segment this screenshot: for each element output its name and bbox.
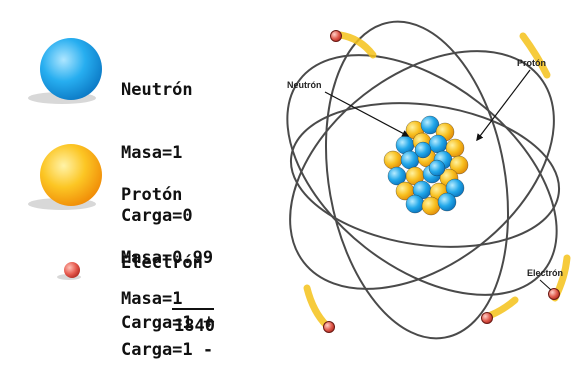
atom-diagram: Neutrón Protón Electrón: [286, 20, 571, 340]
proton-pointer: [476, 69, 531, 142]
orbit-2: [286, 54, 558, 296]
neutron-legend-icon: [28, 38, 102, 104]
electron-mass-denominator: 1840: [174, 316, 215, 336]
electron-mass-numerator: 1: [172, 290, 215, 310]
nucleus: [383, 115, 469, 216]
orbit-4: [289, 102, 561, 248]
electron-charge-line: Carga=1 -: [121, 340, 213, 361]
electron-mass-prefix: Masa=: [121, 289, 173, 309]
electron-1: [330, 30, 342, 42]
electron-legend-icon: [57, 262, 81, 280]
electron-charge: Carga=1: [121, 340, 193, 360]
proton-mass: Masa=0.99: [121, 248, 214, 268]
electron-3: [481, 312, 493, 324]
neutron-title: Neutrón: [121, 80, 193, 100]
proton-charge: Carga=1: [121, 313, 193, 333]
atom-label-electron: Electrón: [527, 268, 563, 278]
neutron-mass: Masa=1: [121, 143, 183, 163]
electrons: [323, 30, 560, 333]
proton-charge-sign: +: [202, 309, 215, 333]
electron-mass: Masa=1: [121, 289, 215, 310]
electron-4: [548, 288, 560, 300]
neutron-legend-text: Neutrón Masa=1 Carga=0: [121, 38, 193, 269]
electron-charge-sign: -: [202, 340, 214, 360]
orbit-3: [324, 20, 510, 340]
neutron-charge: Carga=0: [121, 206, 193, 226]
atom-label-proton: Protón: [517, 58, 546, 68]
proton-legend-icon: [28, 144, 102, 210]
proton-title: Protón: [121, 185, 183, 205]
proton-legend-text: Protón Masa=0.99 Carga=1 +: [121, 143, 215, 374]
electron-pointer: [539, 279, 552, 291]
orbits: [286, 20, 561, 340]
electron-2: [323, 321, 335, 333]
atom-label-neutron: Neutrón: [287, 80, 322, 90]
neutron-pointer: [324, 91, 410, 137]
electron-title: Electrón: [121, 253, 203, 273]
